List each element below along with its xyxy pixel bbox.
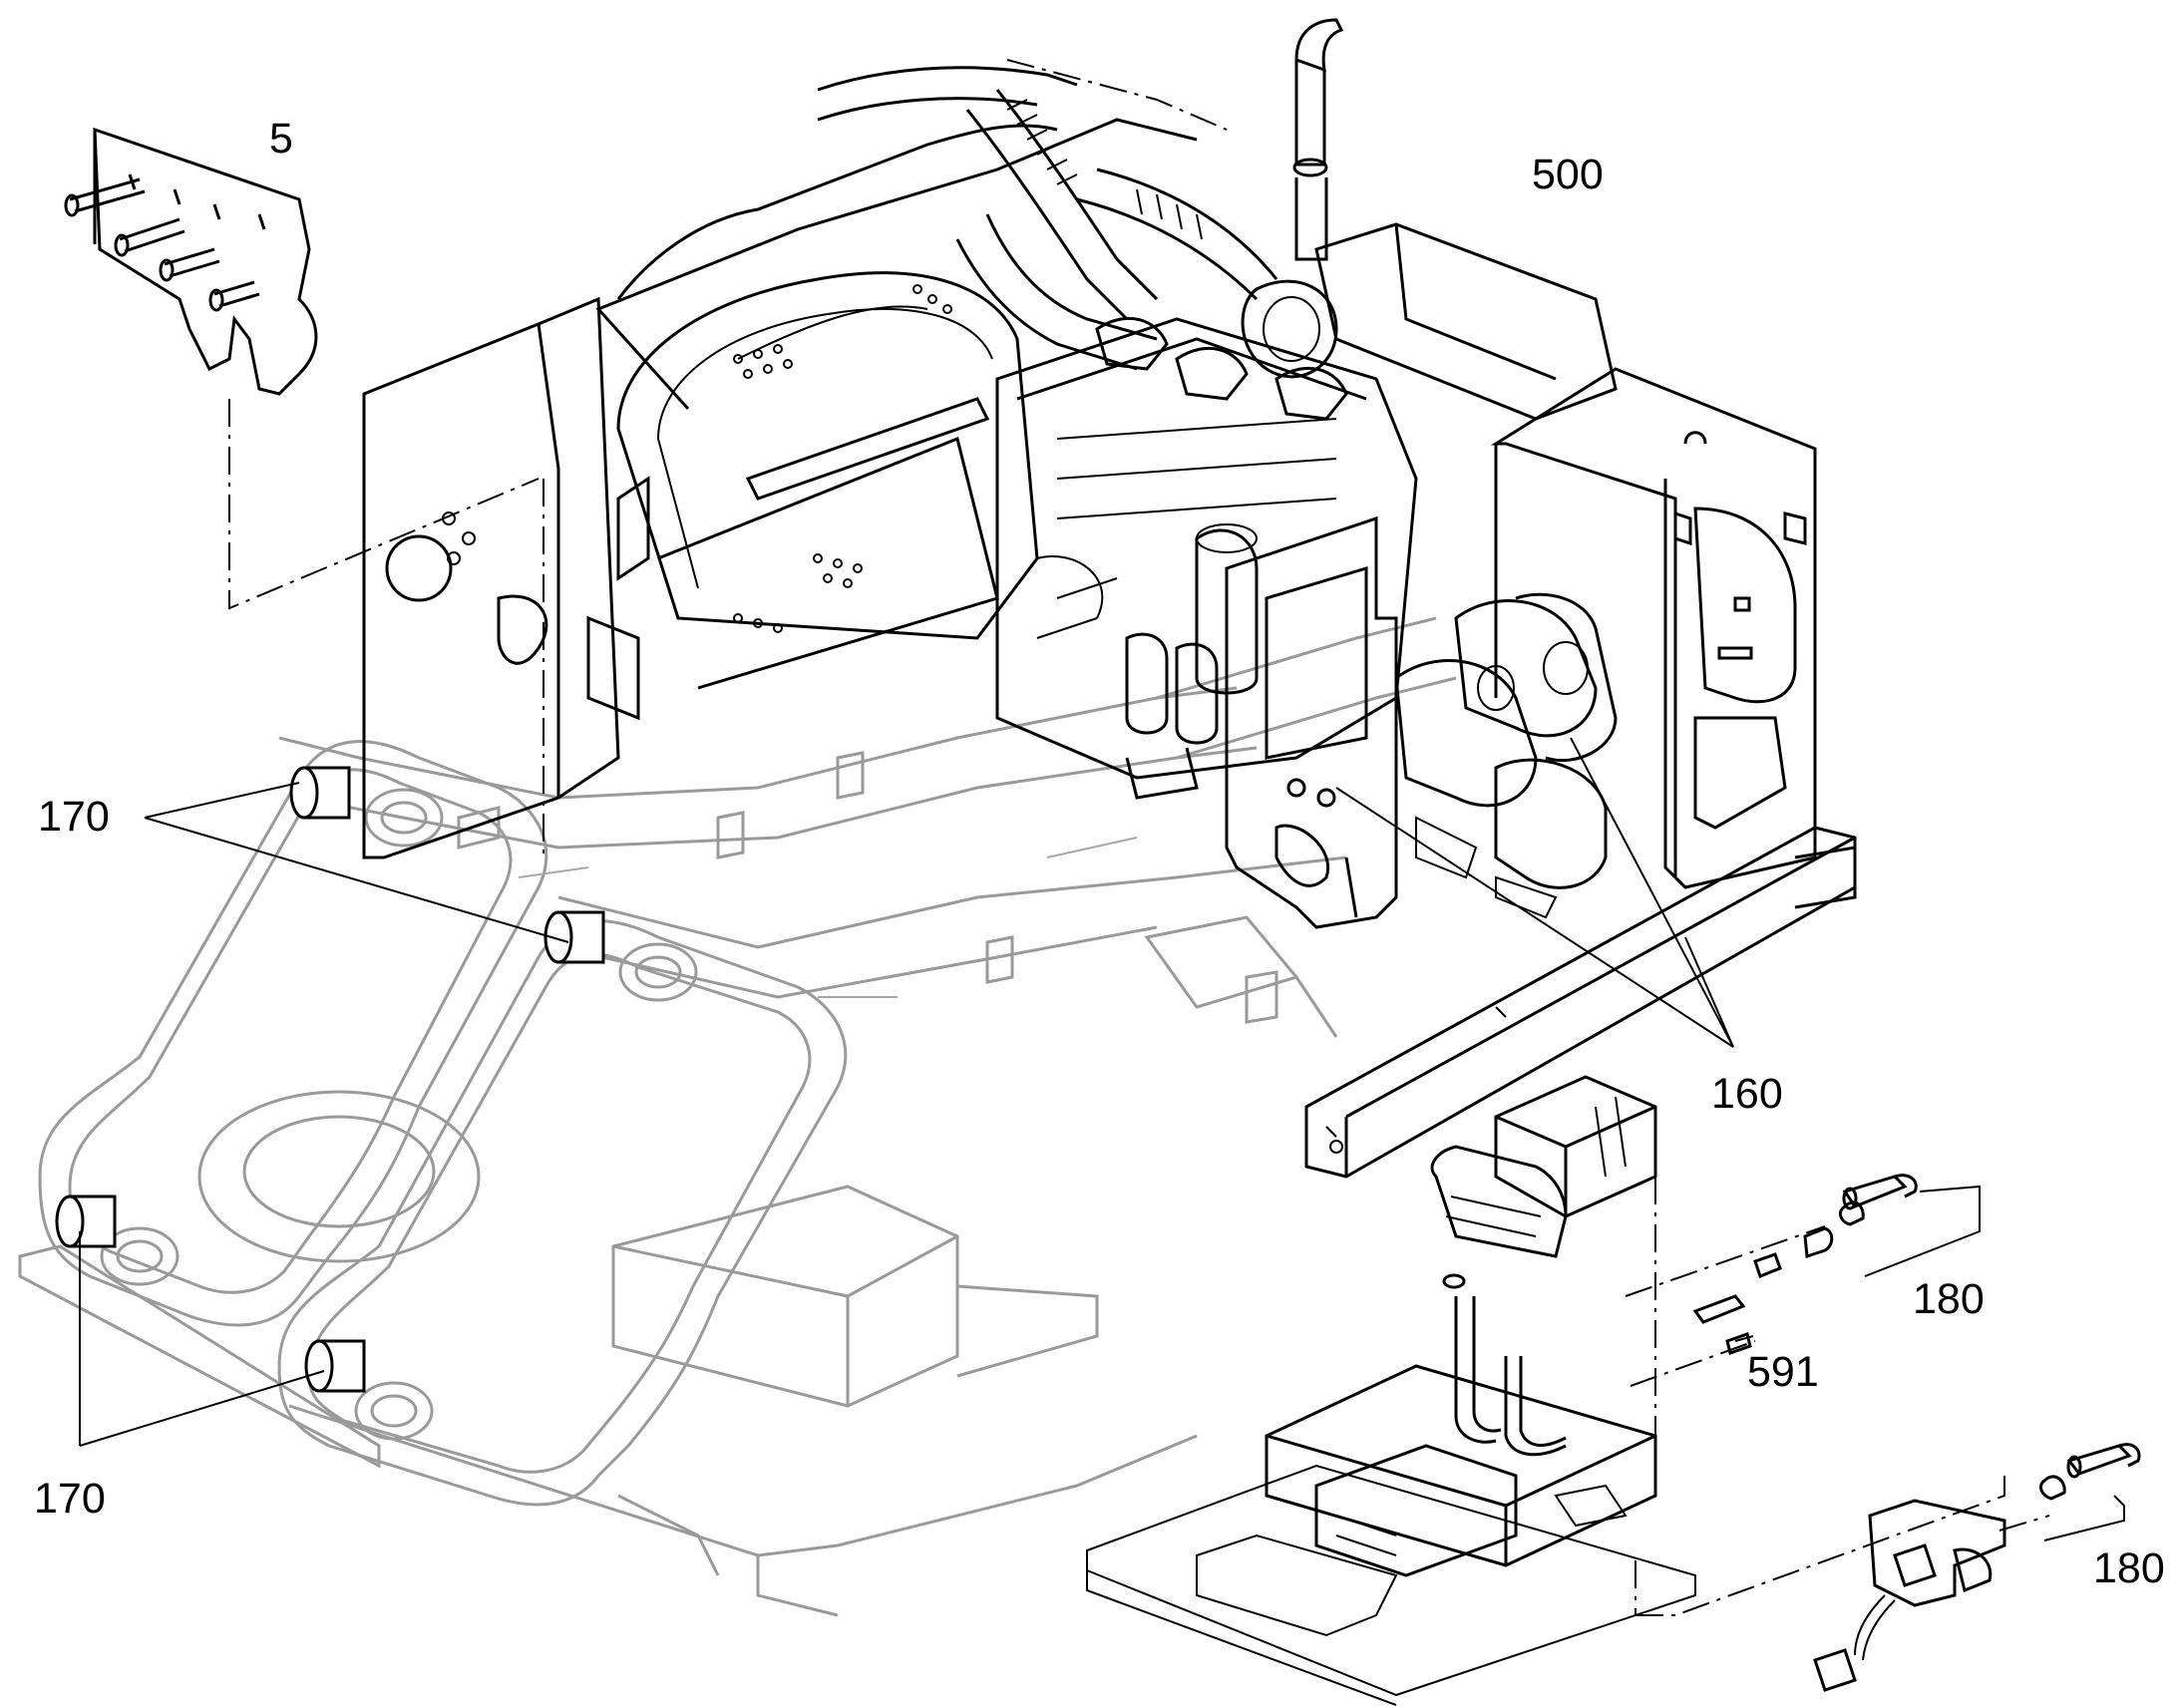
- fittings-180-lower: [2039, 1443, 2141, 1501]
- chassis-frame: [18, 616, 1457, 1617]
- callout-5: 5: [269, 115, 293, 163]
- callout-180-upper: 180: [1913, 1275, 1985, 1323]
- hose-591: [1692, 1294, 1752, 1355]
- callout-500: 500: [1532, 151, 1604, 198]
- exhaust-stack: [1292, 18, 1344, 261]
- fittings-180-upper: [1753, 1174, 1918, 1278]
- floor-plate: [1086, 1464, 1696, 1706]
- callout-160: 160: [1711, 1070, 1783, 1118]
- stud-bracket-5: [64, 127, 318, 396]
- leader-lines: [79, 737, 2125, 1541]
- intake-hoses: [817, 66, 1278, 371]
- callout-180-lower: 180: [2093, 1544, 2165, 1592]
- pump-cover-housing: [1490, 367, 1857, 909]
- electrical-tray: [1265, 1273, 1657, 1577]
- fan-shroud: [616, 271, 1039, 640]
- callout-591: 591: [1747, 1348, 1819, 1396]
- pivot-pins: [55, 766, 698, 1441]
- radiator-frame: [362, 118, 1198, 859]
- hydraulic-pump-frame: [1225, 515, 1398, 929]
- callout-170-upper: 170: [38, 793, 110, 841]
- sensor-bracket: [1813, 1499, 2006, 1692]
- hydraulic-pump: [1394, 592, 1618, 919]
- assembly-centerlines: [228, 59, 2050, 1616]
- engine-block: [995, 316, 1418, 800]
- callout-170-lower: 170: [34, 1475, 106, 1523]
- ecu-module: [1430, 1075, 1657, 1258]
- side-rail-160: [1304, 826, 1857, 1179]
- air-filter-housing: [1241, 222, 1618, 421]
